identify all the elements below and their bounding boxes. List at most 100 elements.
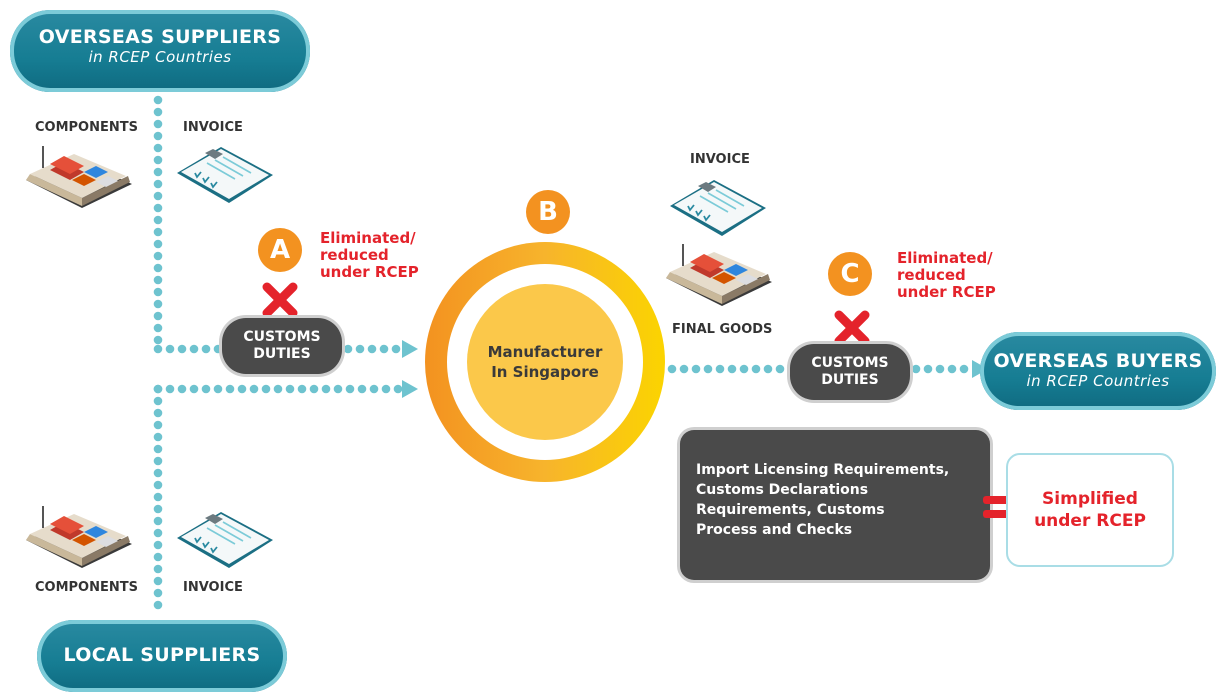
overseas-buyers-subtitle: in RCEP Countries	[1026, 372, 1170, 390]
cargo-ship-icon	[666, 244, 772, 306]
connector-dot	[153, 396, 163, 406]
simplified-line: under RCEP	[1034, 511, 1146, 531]
connector-dot	[153, 263, 163, 273]
connector-dot	[923, 364, 933, 374]
connector-dot	[153, 468, 163, 478]
connector-dot	[393, 384, 403, 394]
connector-dot	[727, 364, 737, 374]
connector-dot	[153, 344, 163, 354]
connector-dot	[213, 344, 223, 354]
connector-dot	[297, 384, 307, 394]
requirements-line: Import Licensing Requirements,	[696, 462, 950, 478]
duties-a-note-line: reduced	[320, 246, 389, 264]
badge-b: B	[526, 190, 570, 234]
arrow-head	[402, 380, 418, 398]
duties-c-line: CUSTOMS	[811, 355, 889, 371]
connector-dot	[153, 552, 163, 562]
connector-dot	[715, 364, 725, 374]
connector-dot	[153, 420, 163, 430]
requirements-line: Process and Checks	[696, 522, 853, 538]
bottom-invoice-label: INVOICE	[183, 580, 243, 595]
connector-dot	[153, 179, 163, 189]
connector-dot	[355, 344, 365, 354]
manufacturer-ring: Manufacturer In Singapore	[425, 242, 665, 482]
red-x-icon	[262, 282, 298, 318]
connector-dot	[153, 131, 163, 141]
connector-dot	[153, 480, 163, 490]
connector-dot	[153, 516, 163, 526]
duties-c-note-line: reduced	[897, 266, 966, 284]
connector-dot	[679, 364, 689, 374]
badge-a: A	[258, 228, 302, 272]
duties-a-line: DUTIES	[253, 346, 311, 362]
connector-dot	[153, 215, 163, 225]
duties-c-note-line: under RCEP	[897, 283, 996, 301]
connector-dot	[391, 344, 401, 354]
connector-dot	[357, 384, 367, 394]
connector-dot	[153, 588, 163, 598]
connector-dot	[911, 364, 921, 374]
connector-dot	[691, 364, 701, 374]
manufacturer-core: Manufacturer In Singapore	[467, 284, 623, 440]
customs-duties-a: CUSTOMS DUTIES	[222, 318, 342, 374]
connector-dot	[345, 384, 355, 394]
connector-dot	[153, 167, 163, 177]
connector-dot	[763, 364, 773, 374]
connector-dot	[153, 95, 163, 105]
connector-dot	[285, 384, 295, 394]
duties-c-note: Eliminated/ reduced under RCEP	[897, 250, 996, 301]
bottom-components-label: COMPONENTS	[35, 580, 138, 595]
right-invoice-label: INVOICE	[690, 152, 750, 167]
overseas-suppliers-subtitle: in RCEP Countries	[88, 48, 232, 66]
simplified-box: Simplified under RCEP	[1006, 453, 1174, 567]
connector-dot	[153, 492, 163, 502]
connector-dot	[153, 227, 163, 237]
duties-a-note-line: Eliminated/	[320, 229, 416, 247]
requirements-line: Customs Declarations	[696, 482, 869, 498]
overseas-buyers-node: OVERSEAS BUYERS in RCEP Countries	[980, 332, 1216, 410]
connector-dot	[153, 239, 163, 249]
cargo-ship-icon	[26, 146, 132, 208]
connector-dot	[165, 384, 175, 394]
top-components-label: COMPONENTS	[35, 120, 138, 135]
duties-c-note-line: Eliminated/	[897, 249, 993, 267]
connector-dot	[703, 364, 713, 374]
manufacturer-line: Manufacturer	[487, 343, 603, 361]
connector-dot	[153, 203, 163, 213]
connector-dot	[225, 384, 235, 394]
simplified-line: Simplified	[1042, 489, 1138, 509]
connector-dot	[153, 564, 163, 574]
connector-dot	[153, 408, 163, 418]
connector-dot	[153, 275, 163, 285]
invoice-clipboard-icon	[177, 512, 273, 568]
connector-dot	[153, 456, 163, 466]
connector-dot	[153, 107, 163, 117]
connector-dot	[201, 344, 211, 354]
connector-dot	[775, 364, 785, 374]
connector-dot	[201, 384, 211, 394]
connector-dot	[153, 251, 163, 261]
connector-dot	[153, 432, 163, 442]
connector-dot	[153, 384, 163, 394]
connector-dot	[153, 311, 163, 321]
connector-dot	[153, 528, 163, 538]
local-suppliers-node: LOCAL SUPPLIERS	[37, 620, 287, 692]
connector-dot	[381, 384, 391, 394]
connector-dot	[343, 344, 353, 354]
connector-dot	[379, 344, 389, 354]
invoice-clipboard-icon	[670, 180, 766, 236]
duties-c-line: DUTIES	[821, 372, 879, 388]
badge-c: C	[828, 252, 872, 296]
connector-dot	[369, 384, 379, 394]
connector-dot	[153, 191, 163, 201]
connector-dot	[153, 600, 163, 610]
overseas-suppliers-node: OVERSEAS SUPPLIERS in RCEP Countries	[10, 10, 310, 92]
connector-dot	[153, 504, 163, 514]
connector-dot	[935, 364, 945, 374]
connector-dot	[153, 119, 163, 129]
connector-dot	[213, 384, 223, 394]
connector-dot	[273, 384, 283, 394]
connector-dot	[153, 576, 163, 586]
final-goods-label: FINAL GOODS	[672, 322, 773, 337]
